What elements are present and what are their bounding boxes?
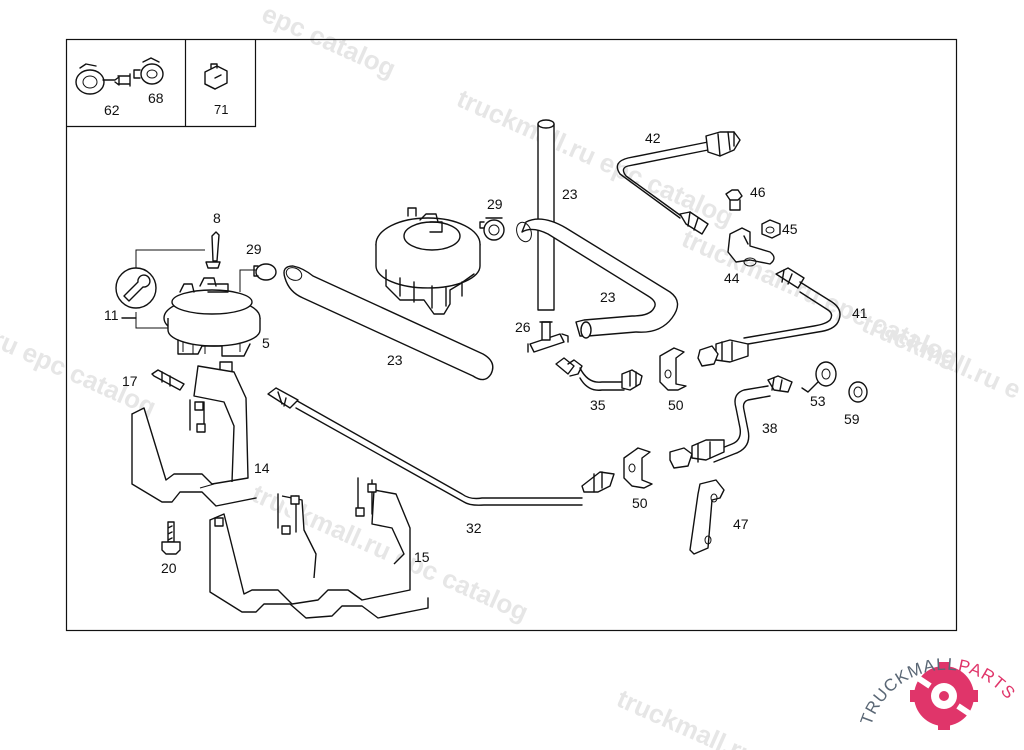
part-47-strap	[689, 479, 725, 555]
part-11-wrench-icon	[115, 249, 205, 329]
part-53-banjo-fitting	[801, 361, 837, 393]
part-62-clamp	[75, 63, 131, 95]
part-59-washer	[848, 381, 868, 403]
part-44-fitting	[727, 227, 775, 267]
label-29: 29	[487, 196, 503, 212]
part-41-pipe	[697, 267, 841, 367]
label-23: 23	[600, 289, 616, 305]
watermark: truckmall.ru	[613, 683, 761, 750]
part-23-hose	[283, 265, 494, 381]
part-68-clamp	[133, 57, 164, 85]
brand-logo: TRUCKMALLPARTS	[857, 655, 1018, 730]
part-50-clip	[659, 347, 687, 391]
part-71-clip	[204, 63, 228, 90]
part-50-clip	[623, 447, 653, 489]
diagram-frame	[65, 38, 958, 632]
label-68: 68	[148, 90, 164, 106]
label-45: 45	[782, 221, 798, 237]
label-11: 11	[104, 307, 119, 323]
watermark: epc catalog	[258, 0, 401, 84]
part-23-hose-curved	[516, 218, 679, 339]
label-50: 50	[632, 495, 648, 511]
gear-icon	[910, 662, 978, 730]
part-14-bracket	[131, 365, 257, 507]
label-53: 53	[810, 393, 826, 409]
part-23-pipe-vertical	[537, 119, 555, 311]
callout-labels: 62 68 71 8 29 11 5 17 14 20 15 23 32 29 …	[104, 90, 868, 576]
label-59: 59	[844, 411, 860, 427]
part-38-pipe	[669, 375, 793, 469]
part-42-pipe	[616, 131, 741, 235]
part-45-nut	[761, 219, 781, 239]
part-8-screw	[205, 231, 221, 269]
part-15-bracket	[209, 477, 429, 619]
label-38: 38	[762, 420, 778, 436]
label-41: 41	[852, 305, 868, 321]
label-62: 62	[104, 102, 120, 118]
label-29: 29	[246, 241, 262, 257]
part-32-pipe	[267, 387, 615, 506]
part-17-nipple	[151, 369, 185, 391]
label-26: 26	[515, 319, 531, 335]
label-14: 14	[254, 460, 270, 476]
label-17: 17	[122, 373, 138, 389]
label-47: 47	[733, 516, 749, 532]
label-44: 44	[724, 270, 740, 286]
label-8: 8	[213, 210, 221, 226]
label-35: 35	[590, 397, 606, 413]
inset-box	[66, 39, 257, 128]
label-42: 42	[645, 130, 661, 146]
part-vacuum-unit-center	[375, 207, 481, 315]
label-32: 32	[466, 520, 482, 536]
label-20: 20	[161, 560, 177, 576]
part-35-pipe	[555, 357, 643, 391]
part-46-screw	[725, 189, 743, 211]
label-23: 23	[562, 186, 578, 202]
label-50: 50	[668, 397, 684, 413]
part-20-bolt	[161, 521, 181, 555]
watermark: truckmall.ru e	[858, 308, 1024, 405]
label-15: 15	[414, 549, 430, 565]
part-5-vacuum-unit	[163, 277, 261, 373]
part-29-hose-clamp	[479, 217, 505, 241]
label-46: 46	[750, 184, 766, 200]
label-71: 71	[214, 102, 228, 117]
label-5: 5	[262, 335, 270, 351]
label-23: 23	[387, 352, 403, 368]
part-29-hose-clamp	[239, 263, 277, 292]
part-26-tee-fitting	[527, 321, 569, 353]
